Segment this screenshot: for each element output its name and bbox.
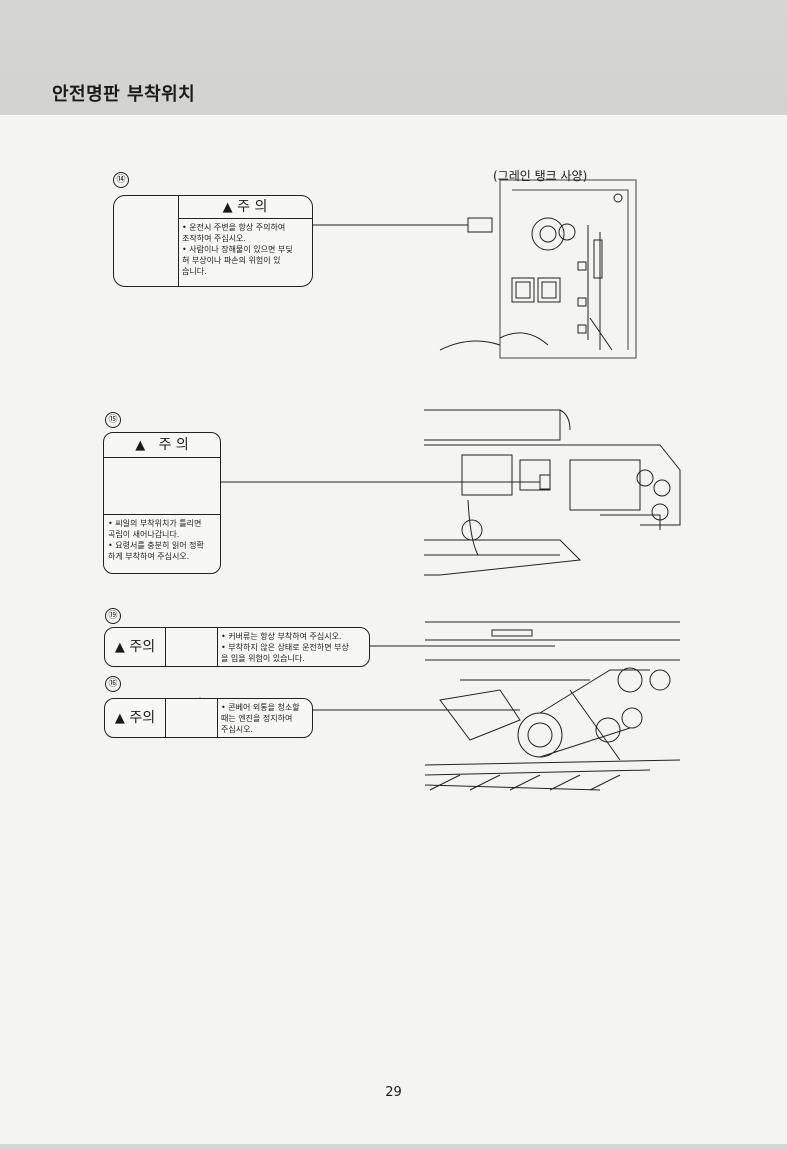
- warning-triangle-icon: ▲: [114, 711, 125, 726]
- label-15-text: • 씨일의 부착위치가 틀리면 곡립이 새어나갑니다. • 요령서를 충분히 읽…: [108, 519, 204, 561]
- warning-triangle-icon: ▲: [114, 640, 125, 655]
- label-number-19: ⑲: [105, 608, 121, 624]
- safety-label-16: ▲ 주의 • 콘베어 외통을 청소할 때는 엔진을 정지하여 주십시오.: [104, 698, 313, 738]
- header-band: [0, 0, 787, 115]
- warning-triangle-icon: ▲: [135, 438, 146, 453]
- illustration-belt-drive: [424, 621, 681, 791]
- illustration-control-panel: [439, 179, 637, 359]
- label-16-heading: ▲ 주의: [105, 699, 166, 737]
- label-16-pictogram: [165, 699, 218, 737]
- label-15-heading: ▲ 주 의: [104, 433, 220, 458]
- label-16-text: • 콘베어 외통을 청소할 때는 엔진을 정지하여 주십시오.: [221, 703, 300, 734]
- label-14-heading: ▲ 주 의: [178, 196, 312, 219]
- label-number-16: ⑯: [105, 676, 121, 692]
- label-number-14: ⑭: [113, 172, 129, 188]
- safety-label-19: ▲ 주의 • 커버류는 항상 부착하여 주십시오. • 부착하지 않은 상태로 …: [104, 627, 370, 667]
- bottom-band: [0, 1144, 787, 1150]
- illustration-threshing-unit: [424, 409, 681, 576]
- safety-label-14: ▲ 주 의 • 운전시 주변을 항상 주의하여 조작하여 주십시오. • 사람이…: [113, 195, 313, 287]
- label-15-pictogram: [104, 458, 220, 515]
- page-number: 29: [385, 1085, 402, 1100]
- label-number-15: ⑮: [105, 412, 121, 428]
- label-14-text: • 운전시 주변을 항상 주의하여 조작하여 주십시오. • 사람이나 장해물이…: [182, 223, 293, 276]
- label-19-pictogram: [165, 628, 218, 666]
- grain-tank-caption: (그레인 탱크 사양): [493, 169, 588, 183]
- warning-triangle-icon: ▲: [222, 200, 233, 215]
- page-title: 안전명판 부착위치: [52, 84, 196, 105]
- label-19-text: • 커버류는 항상 부착하여 주십시오. • 부착하지 않은 상태로 운전하면 …: [221, 632, 349, 663]
- label-19-heading: ▲ 주의: [105, 628, 166, 666]
- safety-label-15: ▲ 주 의 • 씨일의 부착위치가 틀리면 곡립이 새어나갑니다. • 요령서를…: [103, 432, 221, 574]
- label-14-pictogram: [114, 196, 179, 286]
